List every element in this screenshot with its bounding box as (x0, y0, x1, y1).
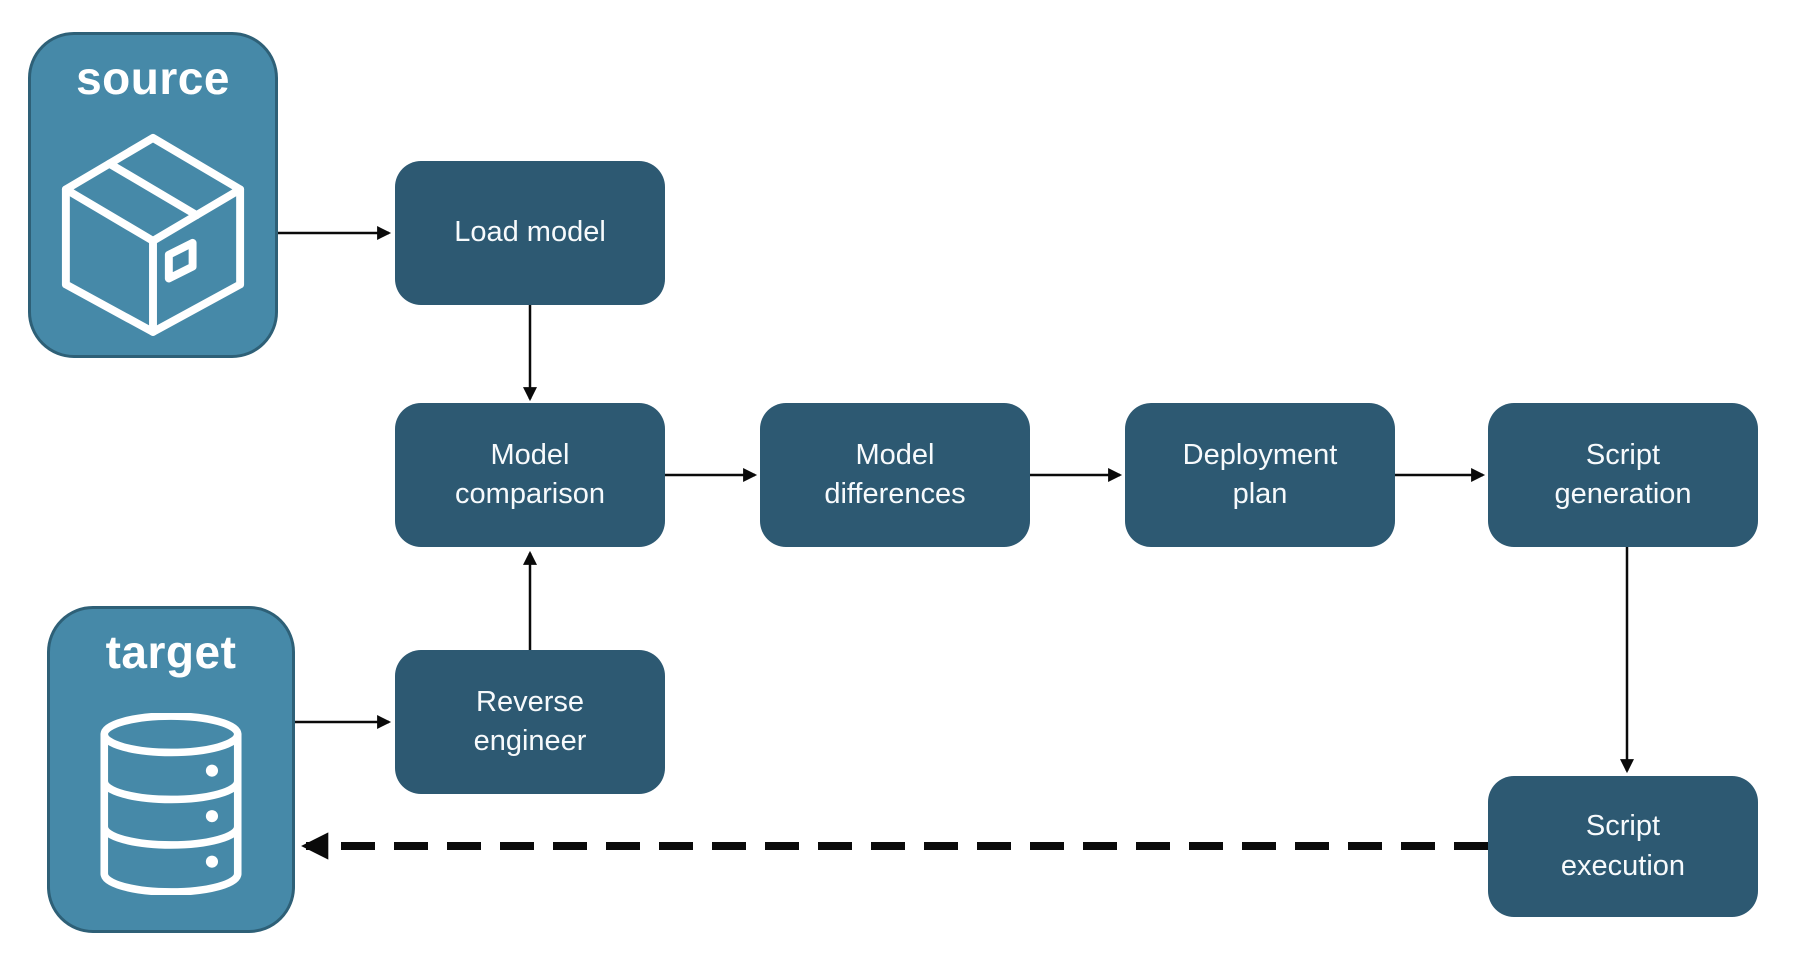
node-label: Model differences (824, 438, 966, 510)
source-label: source (76, 52, 230, 104)
node-label: Script generation (1554, 438, 1692, 510)
node-label: Script execution (1560, 810, 1686, 882)
node-label: Model comparison (455, 438, 605, 510)
node-load-model: Load model (395, 161, 665, 305)
target-node: target (47, 606, 295, 933)
node-model-comparison: Model comparison (395, 403, 665, 547)
node-label: Deployment plan (1182, 438, 1338, 510)
package-icon (61, 134, 245, 337)
database-icon (100, 712, 242, 895)
target-label: target (105, 626, 237, 678)
node-script-generation: Script generation (1488, 403, 1758, 547)
database-icon-wrap (50, 678, 292, 930)
package-icon-wrap (31, 104, 275, 355)
node-label: Reverse engineer (473, 685, 587, 757)
node-deployment-plan: Deployment plan (1125, 403, 1395, 547)
node-label: Load model (454, 216, 606, 249)
node-script-execution: Script execution (1488, 776, 1758, 917)
node-reverse-engineer: Reverse engineer (395, 650, 665, 794)
source-node: source (28, 32, 278, 358)
node-model-differences: Model differences (760, 403, 1030, 547)
